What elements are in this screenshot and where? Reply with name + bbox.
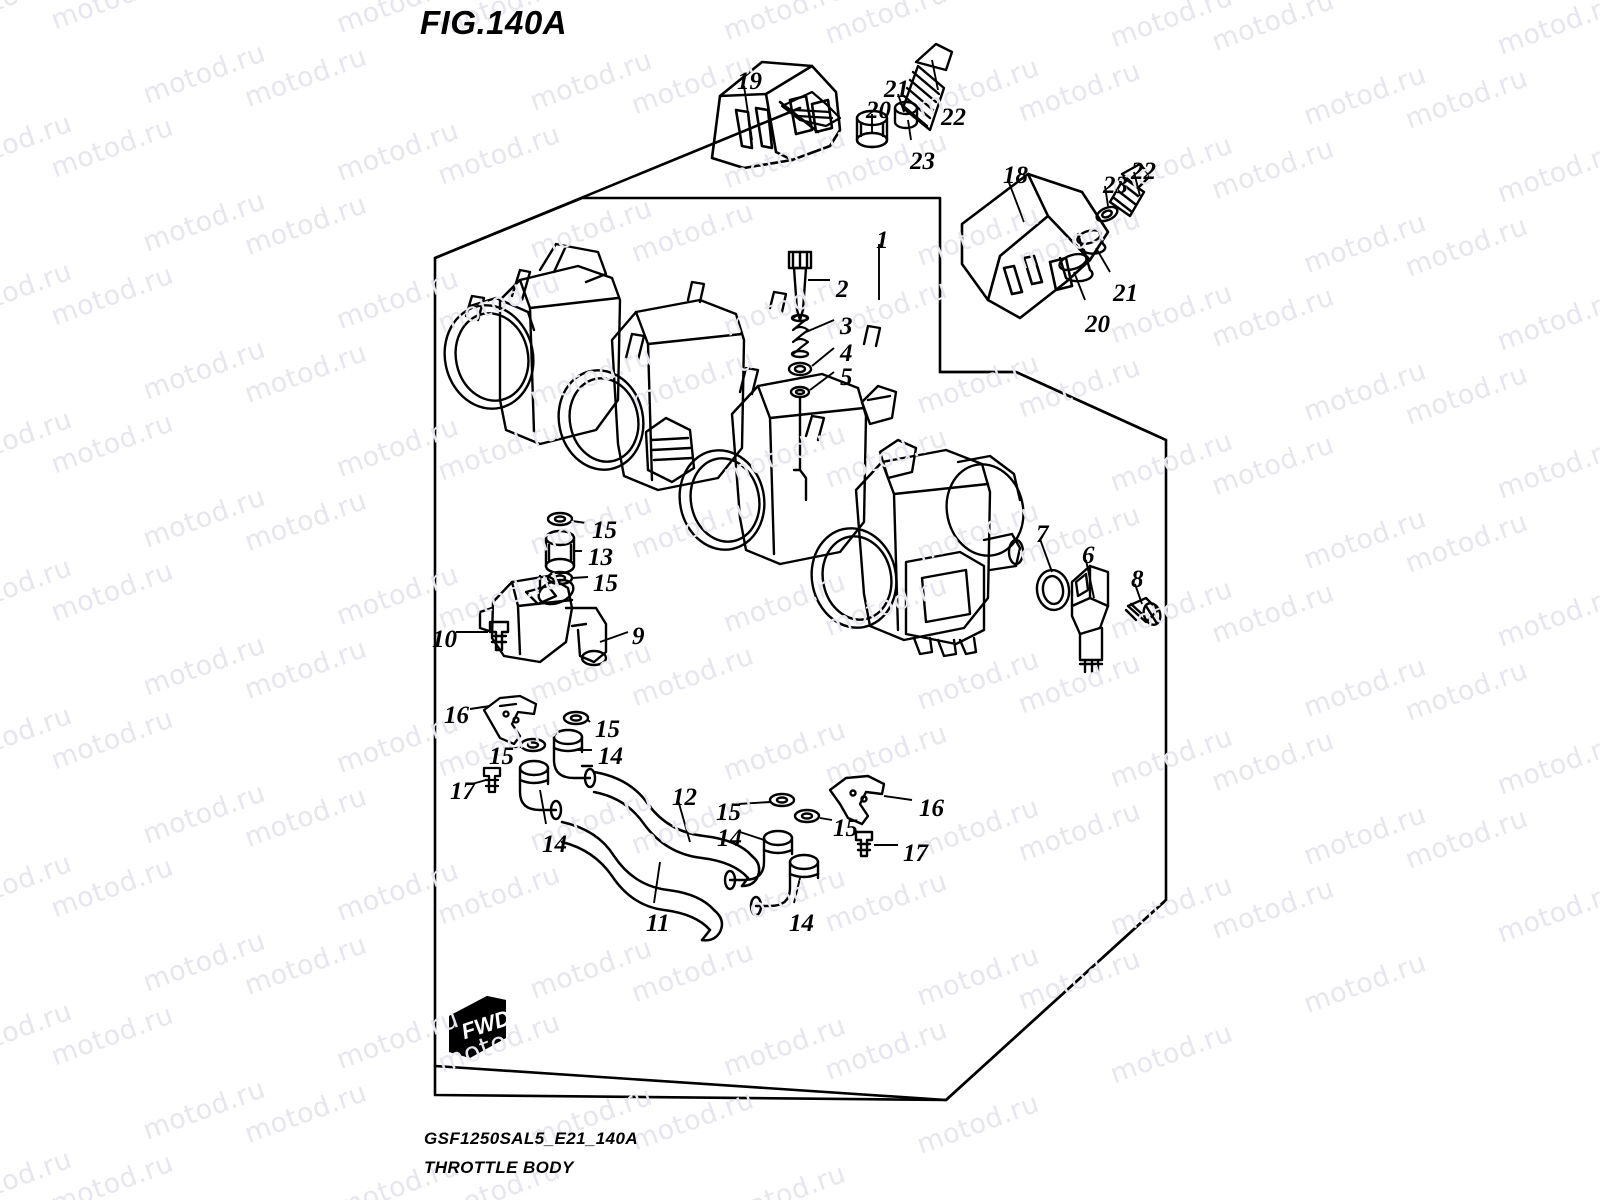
callout-sensor-screw-8[interactable]: 8 xyxy=(1131,566,1144,593)
callout-washer-shield-23[interactable]: 23 xyxy=(910,148,935,175)
callout-heat-shield-left-19[interactable]: 19 xyxy=(737,68,762,95)
fwd-arrow-label: FWD xyxy=(458,1004,514,1045)
callout-elbow-joint-30[interactable]: 14 xyxy=(717,825,742,852)
callout-collar-21[interactable]: 21 xyxy=(884,76,909,103)
callout-fuel-joint-pipe-13[interactable]: 13 xyxy=(588,544,613,571)
figure-title: FIG.140A xyxy=(420,4,568,41)
callout-retainer-clip-32[interactable]: 16 xyxy=(919,795,944,822)
callout-o-ring-joint-24[interactable]: 15 xyxy=(593,570,618,597)
callout-o-ring-joint-29[interactable]: 15 xyxy=(833,815,858,842)
callout-cushion-bush-34[interactable]: 20 xyxy=(1085,311,1110,338)
callout-pipe-mounting-bolt-10[interactable]: 10 xyxy=(432,626,457,653)
callout-elbow-joint-27[interactable]: 14 xyxy=(542,831,567,858)
callout-throttle-body-assembly-1[interactable]: 1 xyxy=(876,227,889,254)
callout-shield-bolt-36[interactable]: 22 xyxy=(1131,158,1156,185)
caption-name: THROTTLE BODY xyxy=(424,1158,574,1177)
callout-heat-shield-right-18[interactable]: 18 xyxy=(1003,162,1028,189)
callout-o-ring-joint-15[interactable]: 15 xyxy=(592,517,617,544)
callout-washer-4[interactable]: 4 xyxy=(840,340,853,367)
callout-elbow-joint-14[interactable]: 14 xyxy=(598,743,623,770)
callout-collar-35[interactable]: 21 xyxy=(1113,280,1138,307)
caption-code: GSF1250SAL5_E21_140A xyxy=(424,1129,639,1148)
callout-water-hose-upper-12[interactable]: 12 xyxy=(672,784,697,811)
callout-o-ring-joint-28[interactable]: 15 xyxy=(716,799,741,826)
callout-o-ring-5[interactable]: 5 xyxy=(840,364,853,391)
callout-spring-3[interactable]: 3 xyxy=(840,313,853,340)
callout-cushion-bush-20[interactable]: 20 xyxy=(866,97,891,124)
callout-fuel-delivery-pipe-9[interactable]: 9 xyxy=(632,623,645,650)
callout-washer-shield-37[interactable]: 23 xyxy=(1103,172,1128,199)
fwd-arrow-shape xyxy=(449,996,506,1058)
callout-idle-adjust-screw-2[interactable]: 2 xyxy=(836,276,849,303)
callout-o-ring-sensor-7[interactable]: 7 xyxy=(1036,521,1049,548)
callout-water-hose-lower-11[interactable]: 11 xyxy=(646,910,670,937)
callout-elbow-joint-31[interactable]: 14 xyxy=(789,910,814,937)
callout-retainer-clip-16[interactable]: 16 xyxy=(444,702,469,729)
callout-clip-bolt-33[interactable]: 17 xyxy=(903,840,928,867)
callout-o-ring-joint-25[interactable]: 15 xyxy=(595,716,620,743)
callout-clip-bolt-17[interactable]: 17 xyxy=(450,778,475,805)
callout-o-ring-joint-26[interactable]: 15 xyxy=(489,743,514,770)
callout-shield-bolt-22[interactable]: 22 xyxy=(941,104,966,131)
callout-throttle-position-sensor-6[interactable]: 6 xyxy=(1082,542,1095,569)
